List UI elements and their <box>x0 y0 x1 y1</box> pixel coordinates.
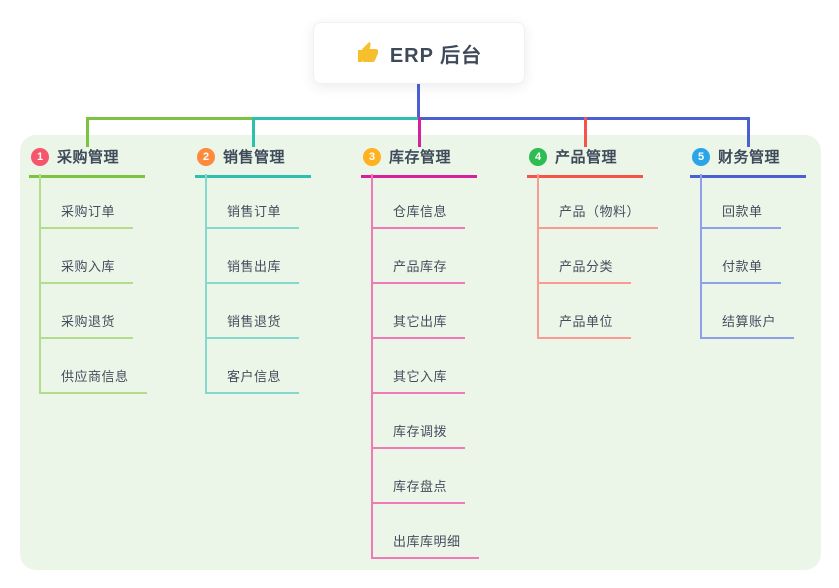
child-row: 产品库存 <box>361 229 479 284</box>
leaf-node[interactable]: 采购退货 <box>39 311 134 339</box>
leaf-node[interactable]: 销售退货 <box>205 311 300 339</box>
number-badge: 4 <box>529 147 547 166</box>
child-row: 付款单 <box>690 229 794 284</box>
branch-drop-line <box>252 117 255 147</box>
branch-node-sales[interactable]: 2 销售管理 <box>195 141 311 178</box>
leaf-node[interactable]: 产品（物料） <box>537 201 659 229</box>
leaf-node[interactable]: 采购入库 <box>39 256 134 284</box>
branch-sales: 2 销售管理 销售订单 销售出库 销售退货 客户信息 <box>195 117 311 394</box>
number-badge: 3 <box>363 147 381 166</box>
leaf-node[interactable]: 产品分类 <box>537 256 632 284</box>
branch-drop-line <box>584 117 587 147</box>
child-row: 采购入库 <box>29 229 147 284</box>
branch-label: 产品管理 <box>555 149 618 166</box>
branch-node-product[interactable]: 4 产品管理 <box>527 141 643 178</box>
branch-label: 销售管理 <box>223 149 286 166</box>
child-row: 产品单位 <box>527 284 658 339</box>
child-row: 结算账户 <box>690 284 795 339</box>
leaf-node[interactable]: 结算账户 <box>700 311 795 339</box>
branch-children: 仓库信息 产品库存 其它出库 其它入库 库存调拨 库存盘点 出库库明细 <box>361 174 479 559</box>
branch-product: 4 产品管理 产品（物料） 产品分类 产品单位 <box>527 117 659 339</box>
number-badge: 1 <box>31 147 49 166</box>
child-row: 回款单 <box>690 174 794 229</box>
branch-label: 库存管理 <box>389 149 452 166</box>
leaf-node[interactable]: 其它入库 <box>371 366 466 394</box>
root-title: ERP 后台 <box>389 44 483 67</box>
child-row: 采购退货 <box>29 284 147 339</box>
leaf-node[interactable]: 仓库信息 <box>371 201 466 229</box>
branch-children: 采购订单 采购入库 采购退货 供应商信息 <box>29 174 147 394</box>
child-row: 其它入库 <box>361 339 479 394</box>
branch-children: 产品（物料） 产品分类 产品单位 <box>527 174 659 339</box>
leaf-node[interactable]: 库存调拨 <box>371 421 466 449</box>
child-row: 仓库信息 <box>361 174 479 229</box>
branch-drop-line <box>747 117 750 147</box>
child-row: 供应商信息 <box>29 339 147 394</box>
leaf-node[interactable]: 产品单位 <box>537 311 632 339</box>
child-row: 销售出库 <box>195 229 300 284</box>
branch-label: 财务管理 <box>718 149 781 166</box>
leaf-node[interactable]: 采购订单 <box>39 201 134 229</box>
root-connector-line <box>417 82 420 118</box>
bus-line-teal <box>252 117 420 120</box>
branch-finance: 5 财务管理 回款单 付款单 结算账户 <box>690 117 806 339</box>
branch-drop-line <box>418 117 421 147</box>
child-row: 其它出库 <box>361 284 479 339</box>
branch-label: 采购管理 <box>57 149 120 166</box>
branch-inventory: 3 库存管理 仓库信息 产品库存 其它出库 其它入库 库存调拨 库存盘点 出库库… <box>361 117 479 559</box>
child-row: 库存盘点 <box>361 449 479 504</box>
branch-drop-line <box>86 117 89 147</box>
number-badge: 5 <box>692 147 710 166</box>
branch-children: 销售订单 销售出库 销售退货 客户信息 <box>195 174 300 394</box>
branches-panel <box>20 135 821 570</box>
leaf-node[interactable]: 库存盘点 <box>371 476 466 504</box>
child-row: 采购订单 <box>29 174 147 229</box>
number-badge: 2 <box>197 147 215 166</box>
leaf-node[interactable]: 其它出库 <box>371 311 466 339</box>
bus-line-green <box>86 117 254 120</box>
thumbs-up-icon <box>356 41 380 65</box>
leaf-node[interactable]: 回款单 <box>700 201 781 229</box>
child-row: 客户信息 <box>195 339 300 394</box>
child-row: 出库库明细 <box>361 504 479 559</box>
leaf-node[interactable]: 产品库存 <box>371 256 466 284</box>
leaf-node[interactable]: 客户信息 <box>205 366 300 394</box>
child-row: 产品（物料） <box>527 174 659 229</box>
leaf-node[interactable]: 销售出库 <box>205 256 300 284</box>
branch-node-finance[interactable]: 5 财务管理 <box>690 141 806 178</box>
child-row: 库存调拨 <box>361 394 479 449</box>
child-row: 产品分类 <box>527 229 658 284</box>
branch-purchase: 1 采购管理 采购订单 采购入库 采购退货 供应商信息 <box>29 117 147 394</box>
branch-children: 回款单 付款单 结算账户 <box>690 174 795 339</box>
leaf-node[interactable]: 供应商信息 <box>39 366 147 394</box>
child-row: 销售退货 <box>195 284 300 339</box>
branch-node-purchase[interactable]: 1 采购管理 <box>29 141 145 178</box>
leaf-node[interactable]: 销售订单 <box>205 201 300 229</box>
root-node[interactable]: ERP 后台 <box>313 22 525 84</box>
leaf-node[interactable]: 出库库明细 <box>371 531 479 559</box>
leaf-node[interactable]: 付款单 <box>700 256 781 284</box>
branch-node-inventory[interactable]: 3 库存管理 <box>361 141 477 178</box>
child-row: 销售订单 <box>195 174 300 229</box>
